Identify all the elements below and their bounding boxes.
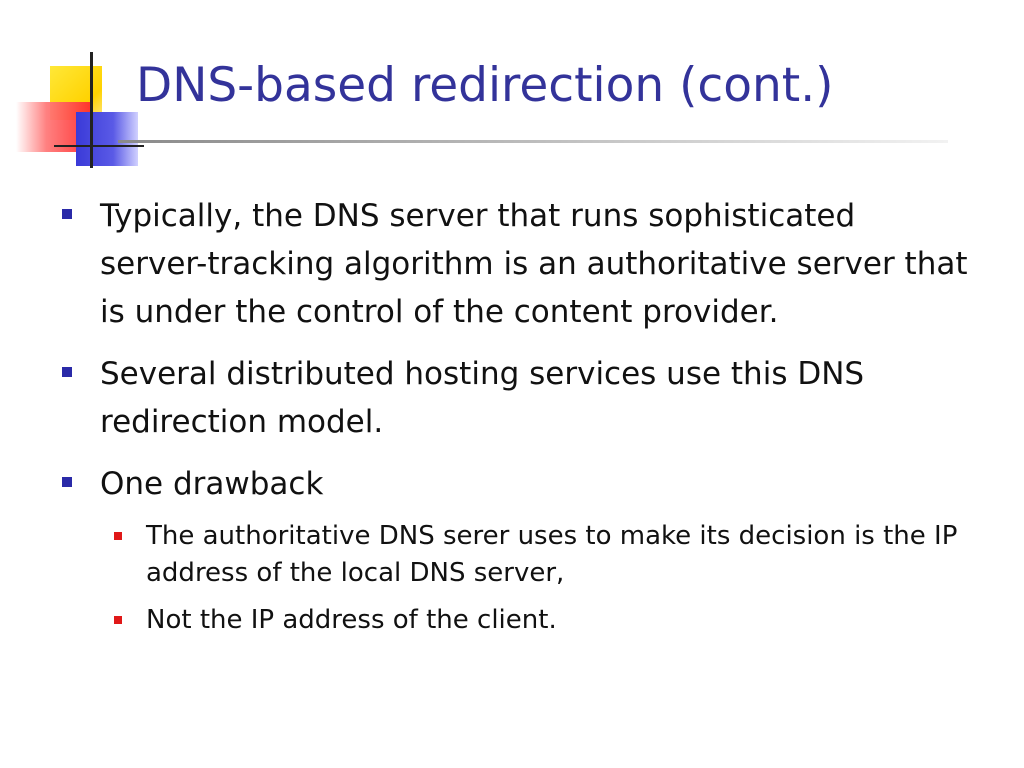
sub-bullet-text: Not the IP address of the client. [146,605,557,635]
bullet-text: Several distributed hosting services use… [100,356,865,440]
logo-vertical-line [90,52,93,168]
square-bullet-icon [62,209,72,219]
slide-title: DNS-based redirection (cont.) [136,58,834,113]
square-bullet-icon [62,367,72,377]
bullet-item: Several distributed hosting services use… [62,350,972,446]
title-underline [118,140,948,143]
logo-blue-square [76,112,138,166]
logo-horizontal-line [54,145,144,147]
slide-content: Typically, the DNS server that runs soph… [62,192,972,649]
square-sub-bullet-icon [114,616,122,624]
sub-bullet-item: The authoritative DNS serer uses to make… [114,518,972,592]
sub-bullet-item: Not the IP address of the client. [114,602,972,639]
bullet-item: One drawback [62,460,972,508]
sub-bullet-text: The authoritative DNS serer uses to make… [146,521,958,588]
bullet-item: Typically, the DNS server that runs soph… [62,192,972,336]
colored-squares-logo-icon [14,50,144,170]
bullet-text: One drawback [100,466,324,502]
sub-bullet-list: The authoritative DNS serer uses to make… [62,518,972,639]
square-bullet-icon [62,477,72,487]
square-sub-bullet-icon [114,532,122,540]
bullet-text: Typically, the DNS server that runs soph… [100,198,968,330]
